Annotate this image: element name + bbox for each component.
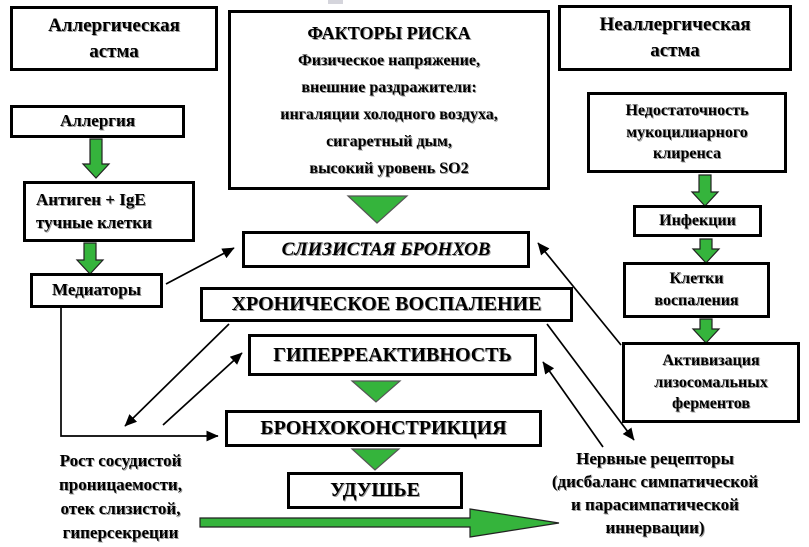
box-nonallergic-asthma: Неаллергическая астма — [558, 5, 792, 71]
green-arrow-down-icon — [81, 138, 111, 179]
box-antigen-ige: Антиген + IgE тучные клетки — [23, 181, 195, 242]
box-mediators-label: Медиаторы — [52, 280, 141, 300]
note-vascular-line3: отек слизистой, — [60, 499, 181, 518]
box-antigen-line1: Антиген + IgE — [36, 189, 146, 209]
box-mucociliary-line3: клиренса — [653, 145, 721, 163]
box-suffocation-label: УДУШЬЕ — [330, 479, 420, 501]
green-arrow-down-icon — [75, 242, 105, 275]
box-nonallergic-line1: Неаллергическая — [599, 14, 751, 36]
box-mucociliary-line1: Недостаточность — [625, 102, 749, 120]
risk-factors-line: высокий уровень SO2 — [309, 159, 469, 177]
connector-lysosomal-to-mucosa — [537, 242, 622, 346]
box-inflammation-cells-line1: Клетки — [669, 270, 724, 288]
box-hyperreactivity: ГИПЕРРЕАКТИВНОСТЬ — [248, 334, 537, 376]
note-nervous-line4: иннервации) — [605, 518, 705, 537]
box-bronchial-mucosa-label: СЛИЗИСТАЯ БРОНХОВ — [281, 238, 491, 260]
note-vascular-line4: гиперсекреции — [62, 523, 179, 542]
box-risk-factors: ФАКТОРЫ РИСКА Физическое напряжение, вне… — [228, 10, 550, 190]
green-arrow-down-icon — [690, 174, 720, 207]
box-inflammation-cells-line2: воспаления — [654, 292, 739, 309]
risk-factors-title: ФАКТОРЫ РИСКА — [307, 22, 471, 43]
box-mediators: Медиаторы — [30, 273, 163, 308]
green-arrow-down-icon — [691, 238, 721, 264]
green-triangle-down-icon — [346, 195, 409, 224]
risk-factors-line: Физическое напряжение, — [298, 52, 480, 70]
box-allergic-asthma: Аллергическая астма — [10, 6, 218, 71]
risk-factors-line: сигаретный дым, — [326, 132, 452, 150]
box-hyperreactivity-label: ГИПЕРРЕАКТИВНОСТЬ — [273, 343, 512, 366]
cropped-edge-artifact — [328, 0, 343, 4]
box-allergy: Аллергия — [10, 105, 185, 138]
connector-inflammation-to-vascular-note — [124, 323, 230, 427]
connector-note-to-hyperreactivity-right — [542, 361, 604, 448]
box-allergic-asthma-line2: астма — [89, 40, 139, 62]
box-chronic-inflammation-label: ХРОНИЧЕСКОЕ ВОСПАЛЕНИЕ — [231, 293, 542, 315]
green-arrow-right-icon — [199, 508, 560, 538]
connector-mediators-to-bronchoconstriction — [60, 308, 219, 442]
box-antigen-line2: тучные клетки — [36, 212, 152, 232]
note-vascular-line1: Рост сосудистой — [59, 451, 182, 470]
note-nervous-line2: (дисбаланс симпатической — [551, 472, 759, 491]
connector-inflammation-to-nervous-note — [546, 323, 635, 441]
box-infections: Инфекции — [633, 205, 762, 237]
box-nonallergic-line2: астма — [650, 40, 700, 61]
box-allergy-label: Аллергия — [59, 111, 136, 131]
note-vascular-permeability: Рост сосудистой проницаемости, отек слиз… — [18, 449, 223, 545]
risk-factors-line: ингаляции холодного воздуха, — [280, 105, 498, 123]
box-mucociliary-line2: мукоцилиарного — [626, 123, 748, 141]
box-lysosomal-line2: лизосомальных — [654, 373, 768, 391]
note-nervous-receptors: Нервные рецепторы (дисбаланс симпатическ… — [512, 447, 798, 539]
green-arrow-down-icon — [691, 318, 721, 344]
note-nervous-line1: Нервные рецепторы — [576, 449, 734, 468]
green-triangle-down-icon — [350, 448, 401, 471]
green-triangle-down-icon — [350, 380, 402, 403]
risk-factors-line: внешние раздражители: — [301, 79, 477, 97]
box-suffocation: УДУШЬЕ — [287, 472, 463, 509]
connector-note-to-hyperreactivity — [162, 352, 243, 426]
box-chronic-inflammation: ХРОНИЧЕСКОЕ ВОСПАЛЕНИЕ — [200, 287, 573, 322]
box-bronchial-mucosa: СЛИЗИСТАЯ БРОНХОВ — [242, 231, 530, 268]
connector-mediators-to-mucosa — [165, 247, 235, 285]
box-lysosomal-line3: ферментов — [672, 395, 750, 413]
box-inflammation-cells: Клетки воспаления — [623, 262, 770, 318]
box-lysosomal-enzymes: Активизация лизосомальных ферментов — [622, 342, 800, 423]
box-lysosomal-line1: Активизация — [662, 352, 760, 370]
box-infections-label: Инфекции — [659, 212, 736, 230]
box-bronchoconstriction: БРОНХОКОНСТРИКЦИЯ — [225, 410, 542, 447]
note-vascular-line2: проницаемости, — [59, 475, 182, 494]
box-mucociliary-insufficiency: Недостаточность мукоцилиарного клиренса — [587, 92, 787, 173]
box-allergic-asthma-line1: Аллергическая — [48, 14, 180, 36]
box-bronchoconstriction-label: БРОНХОКОНСТРИКЦИЯ — [260, 417, 507, 439]
note-nervous-line3: и парасимпатической — [571, 495, 739, 514]
